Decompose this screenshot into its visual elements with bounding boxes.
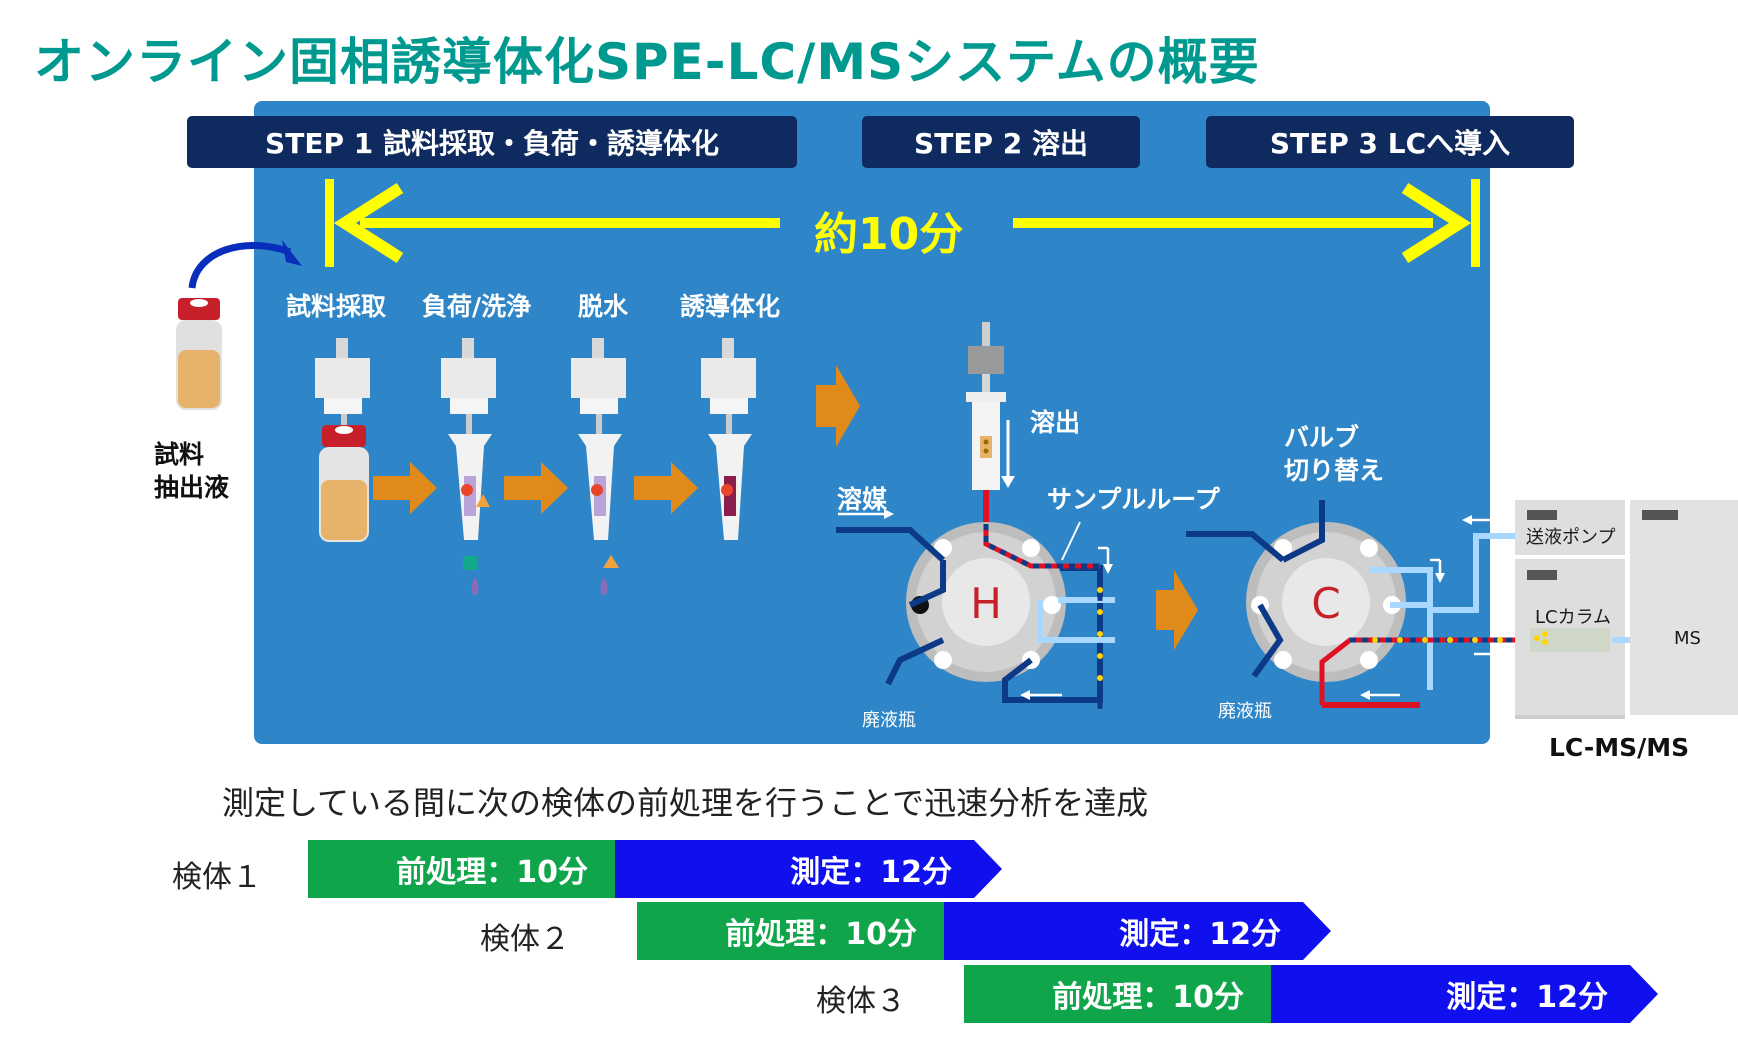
sample-1-pre-label: 前処理：10分 (396, 855, 588, 890)
page-title: オンライン固相誘導体化SPE-LC/MSシステムの概要 (34, 33, 1260, 91)
column-label: LCカラム (1535, 607, 1612, 628)
elution-label: 溶出 (1030, 408, 1081, 437)
cartridge-load-icon (448, 434, 492, 540)
cartridge-derivatize-icon (708, 434, 752, 540)
sample-2-meas-bar: 測定：12分 (944, 902, 1331, 960)
valve-c-letter: C (1311, 579, 1340, 628)
sample-vial-icon (176, 298, 222, 410)
sample-1-meas-bar: 測定：12分 (615, 840, 1002, 898)
syringe-icon (966, 322, 1015, 524)
sample-3-pre-label: 前処理：10分 (1052, 980, 1244, 1015)
pump-label: 送液ポンプ (1526, 527, 1616, 548)
sample-label-2: 抽出液 (154, 473, 230, 502)
vial-icon (319, 425, 369, 542)
valve-switch-label-1: バルブ (1284, 423, 1360, 452)
lc-ms-instrument-icon (1462, 500, 1738, 719)
step-2-header: STEP 2 溶出 (862, 116, 1140, 168)
step-1-header: STEP 1 試料採取・負荷・誘導体化 (187, 116, 797, 168)
solvent-label: 溶媒 (837, 485, 888, 514)
sample-label-1: 試料 (154, 440, 205, 469)
process-label-derivatize: 誘導体化 (680, 292, 781, 321)
sample-1-pre-bar: 前処理：10分 (308, 840, 643, 898)
probe-unit-2 (441, 338, 496, 436)
waste-label-c: 廃液瓶 (1218, 701, 1272, 722)
ms-label: MS (1674, 628, 1701, 649)
sample-2-name: 検体２ (480, 922, 570, 957)
valve-c-icon (1186, 500, 1530, 708)
sample-3-name: 検体３ (816, 984, 906, 1019)
sample-1-meas-label: 測定：12分 (790, 855, 952, 890)
summary-note: 測定している間に次の検体の前処理を行うことで迅速分析を達成 (222, 784, 1149, 822)
sample-2-pre-bar: 前処理：10分 (637, 902, 972, 960)
timeline-arrow (325, 179, 1480, 267)
sample-2-meas-label: 測定：12分 (1119, 917, 1281, 952)
process-label-dehydrate: 脱水 (578, 292, 629, 321)
probe-unit-4 (701, 338, 756, 436)
probe-unit-3 (571, 338, 626, 436)
sample-3-pre-bar: 前処理：10分 (964, 965, 1299, 1023)
sample-1-name: 検体１ (172, 860, 262, 895)
time-label: 約10分 (814, 209, 964, 260)
eluent-drops (463, 555, 619, 596)
instrument-label: LC-MS/MS (1549, 733, 1690, 762)
valve-switch-label-2: 切り替え (1284, 456, 1385, 485)
sample-2-pre-label: 前処理：10分 (725, 917, 917, 952)
process-label-sampling: 試料採取 (286, 292, 387, 321)
process-label-load-wash: 負荷/洗浄 (422, 292, 532, 321)
transfer-arrow (188, 240, 302, 289)
sample-loop-label: サンプルループ (1047, 485, 1220, 514)
sample-3-meas-bar: 測定：12分 (1271, 965, 1658, 1023)
valve-h-letter: H (970, 579, 1002, 628)
valve-h-icon (836, 509, 1115, 710)
waste-label-h: 廃液瓶 (862, 710, 916, 731)
cartridge-dry-icon (578, 434, 622, 540)
probe-unit-1 (315, 338, 370, 426)
process-arrows (373, 365, 1198, 650)
sample-3-meas-label: 測定：12分 (1446, 980, 1608, 1015)
step-3-header: STEP 3 LCへ導入 (1206, 116, 1574, 168)
